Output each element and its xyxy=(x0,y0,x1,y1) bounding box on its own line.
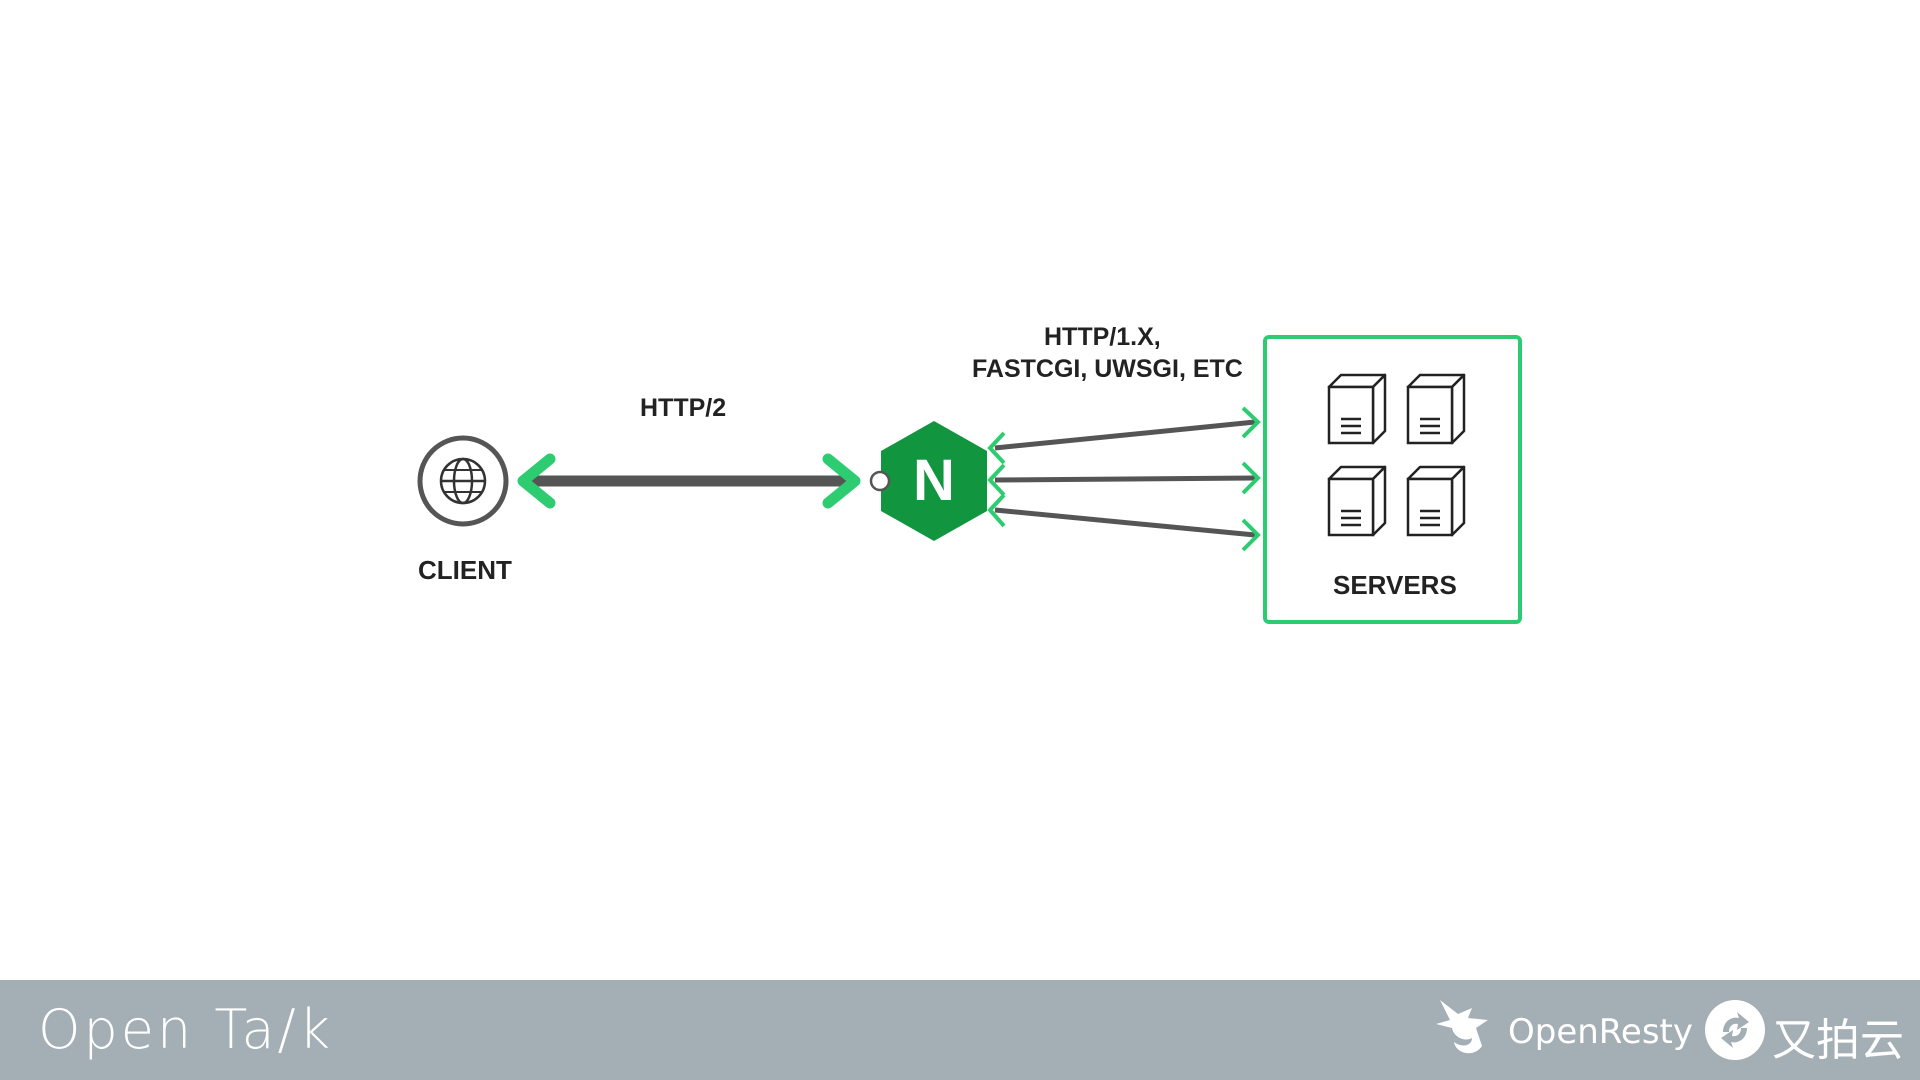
diagram-canvas: N xyxy=(417,323,1522,624)
server-icon xyxy=(1406,373,1466,445)
brand-upyun: 又拍云 xyxy=(1772,1015,1904,1066)
server-icon xyxy=(1327,373,1387,445)
diagram-svg: N xyxy=(417,335,1522,624)
server-icon xyxy=(1406,465,1466,537)
client-label: CLIENT xyxy=(418,555,512,585)
footer-bar: Open Ta/k OpenResty 又拍云 xyxy=(0,980,1920,1080)
footer-title: Open Ta/k xyxy=(38,998,333,1061)
client-globe-icon xyxy=(417,435,509,527)
client-nginx-arrow xyxy=(517,453,861,509)
upstream-protocol-label-line1: HTTP/1.X, xyxy=(1044,323,1161,351)
upyun-logo-icon xyxy=(1705,1000,1765,1060)
servers-label: SERVERS xyxy=(1333,570,1457,600)
nginx-letter: N xyxy=(913,448,955,513)
brand-openresty: OpenResty xyxy=(1508,1012,1693,1052)
openresty-bird-icon xyxy=(1436,1000,1488,1054)
upstream-arrows xyxy=(987,406,1261,552)
server-icon xyxy=(1327,465,1387,537)
client-protocol-label: HTTP/2 xyxy=(640,394,727,422)
nginx-logo-icon: N xyxy=(869,421,987,541)
upstream-protocol-label-line2: FASTCGI, UWSGI, ETC xyxy=(972,355,1243,383)
